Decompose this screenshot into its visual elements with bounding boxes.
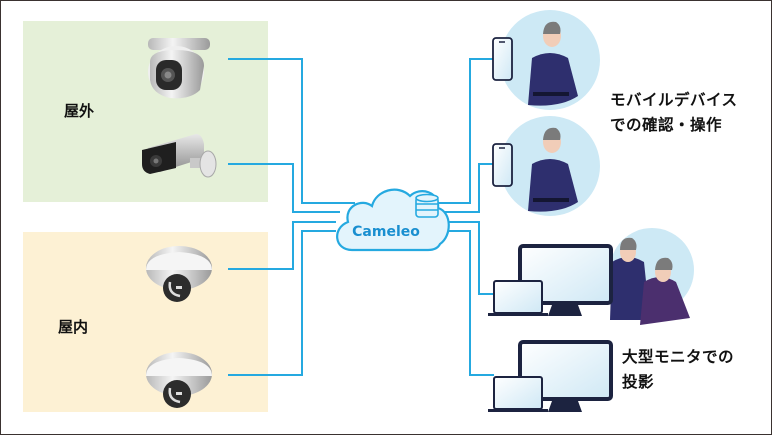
bullet-camera-icon <box>142 134 217 178</box>
group-users-avatar <box>610 228 694 325</box>
connector-indoor-camera-2 <box>228 230 336 376</box>
connector-outdoor-camera-1 <box>228 58 355 204</box>
turret-camera-icon <box>148 38 210 99</box>
connector-indoor-camera-1 <box>228 221 336 270</box>
smartphone-icon <box>492 37 513 81</box>
indoor-zone <box>23 232 268 412</box>
smartphone-icon <box>492 143 513 187</box>
cloud-label: Cameleo <box>352 224 420 240</box>
indoor-zone-label: 屋内 <box>58 318 89 336</box>
connector-mobile-2 <box>437 163 493 213</box>
mobile-caption: モバイルデバイス での確認・操作 <box>610 88 738 138</box>
laptop-icon <box>488 376 548 412</box>
connector-mobile-1 <box>437 58 493 204</box>
cameleo-cloud: Cameleo <box>336 188 450 252</box>
monitor-caption-line-2: 投影 <box>622 373 655 391</box>
dome-camera-icon <box>146 246 212 302</box>
dome-camera-icon <box>146 352 212 408</box>
connector-lines <box>228 58 494 376</box>
outdoor-zone-label: 屋外 <box>64 102 95 120</box>
connector-monitor-2 <box>440 230 494 376</box>
connector-outdoor-camera-2 <box>228 163 340 213</box>
connector-monitor-1 <box>440 221 494 295</box>
monitor-caption-line-1: 大型モニタでの <box>622 348 735 366</box>
database-icon <box>415 193 439 218</box>
laptop-icon <box>488 280 548 316</box>
monitor-caption: 大型モニタでの 投影 <box>622 345 734 395</box>
mobile-user-avatar <box>500 116 600 216</box>
mobile-caption-line-2: での確認・操作 <box>610 116 723 134</box>
mobile-user-avatar <box>500 10 600 110</box>
mobile-caption-line-1: モバイルデバイス <box>610 91 738 109</box>
